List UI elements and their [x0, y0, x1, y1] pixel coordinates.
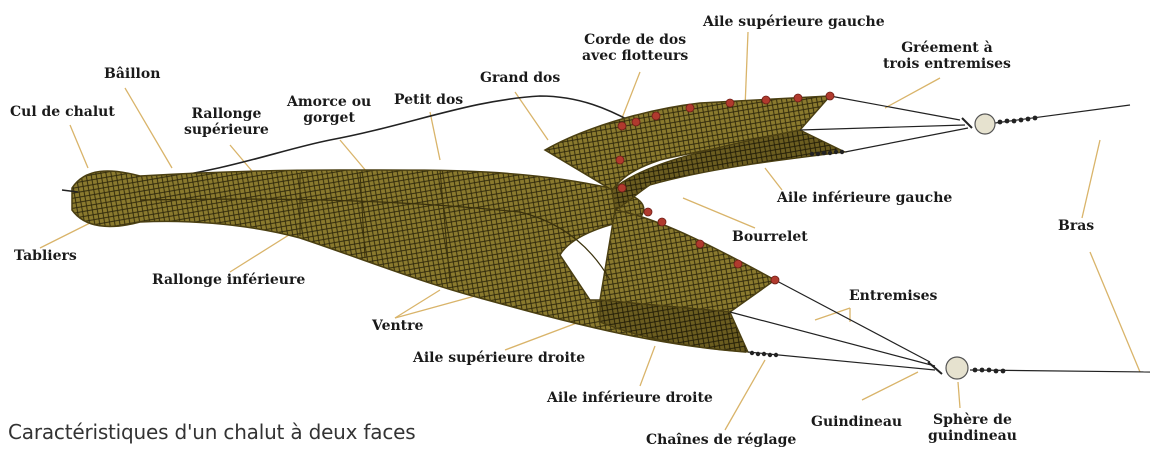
- label-aile-superieure-droite: Aile supérieure droite: [413, 350, 585, 366]
- leader-petit-dos: [430, 112, 440, 160]
- leader-bras-2: [1090, 252, 1140, 372]
- label-corde-de-dos: Corde de dos avec flotteurs: [582, 32, 688, 64]
- bridle-upper-3: [845, 128, 968, 152]
- label-sphere-line1: Sphère de: [928, 412, 1017, 428]
- leader-ventre-2: [395, 296, 475, 318]
- leader-guindineau: [862, 372, 918, 400]
- label-cul-de-chalut: Cul de chalut: [10, 104, 115, 120]
- swivel-upper: [962, 118, 972, 128]
- leader-bourrelet: [683, 198, 755, 228]
- label-corde-de-dos-line1: Corde de dos: [582, 32, 688, 48]
- leader-aile-sup-gauche: [745, 32, 748, 108]
- label-bourrelet: Bourrelet: [732, 229, 808, 245]
- leader-tabliers: [40, 222, 92, 248]
- label-corde-de-dos-line2: avec flotteurs: [582, 48, 688, 64]
- label-bras: Bras: [1058, 218, 1094, 234]
- swivel-sphere-lower: [946, 357, 968, 379]
- label-greement-line1: Gréement à: [883, 40, 1011, 56]
- diagram-caption: Caractéristiques d'un chalut à deux face…: [8, 420, 415, 444]
- label-amorce: Amorce ou gorget: [287, 94, 371, 126]
- leader-cul: [70, 125, 88, 168]
- bridle-upper-2: [800, 125, 965, 130]
- swivel-sphere-upper: [975, 114, 995, 134]
- label-entremises: Entremises: [849, 288, 937, 304]
- leader-grand-dos: [515, 92, 548, 140]
- leader-corde-dos: [622, 72, 640, 118]
- leader-aile-inf-droite: [640, 346, 655, 386]
- bridle-lower-2: [730, 312, 935, 366]
- label-greement: Gréement à trois entremises: [883, 40, 1011, 72]
- leader-baillon: [125, 88, 172, 168]
- label-tabliers: Tabliers: [14, 248, 77, 264]
- label-petit-dos: Petit dos: [394, 92, 463, 108]
- label-aile-inferieure-gauche: Aile inférieure gauche: [777, 190, 952, 206]
- label-rallonge-superieure: Rallonge supérieure: [184, 106, 269, 138]
- leader-ventre: [395, 290, 440, 318]
- leader-bras: [1082, 140, 1100, 218]
- label-baillon: Bâillon: [104, 66, 160, 82]
- label-amorce-line1: Amorce ou: [287, 94, 371, 110]
- label-rallonge-sup-line1: Rallonge: [184, 106, 269, 122]
- net-body: [62, 96, 845, 352]
- label-sphere-de-guindineau: Sphère de guindineau: [928, 412, 1017, 444]
- leader-greement: [885, 78, 940, 108]
- label-rallonge-inferieure: Rallonge inférieure: [152, 272, 305, 288]
- label-chaines-de-reglage: Chaînes de réglage: [646, 432, 796, 448]
- leader-aile-inf-gauche: [765, 168, 782, 190]
- label-ventre: Ventre: [372, 318, 423, 334]
- label-aile-inferieure-droite: Aile inférieure droite: [547, 390, 713, 406]
- label-grand-dos: Grand dos: [480, 70, 560, 86]
- leader-chaines: [725, 360, 765, 430]
- label-sphere-line2: guindineau: [928, 428, 1017, 444]
- label-guindineau: Guindineau: [811, 414, 902, 430]
- label-rallonge-sup-line2: supérieure: [184, 122, 269, 138]
- leader-sphere: [958, 382, 960, 408]
- label-aile-superieure-gauche: Aile supérieure gauche: [703, 14, 885, 30]
- swivel-lower: [928, 362, 942, 374]
- bridle-upper-1: [830, 96, 960, 120]
- label-greement-line2: trois entremises: [883, 56, 1011, 72]
- label-amorce-line2: gorget: [287, 110, 371, 126]
